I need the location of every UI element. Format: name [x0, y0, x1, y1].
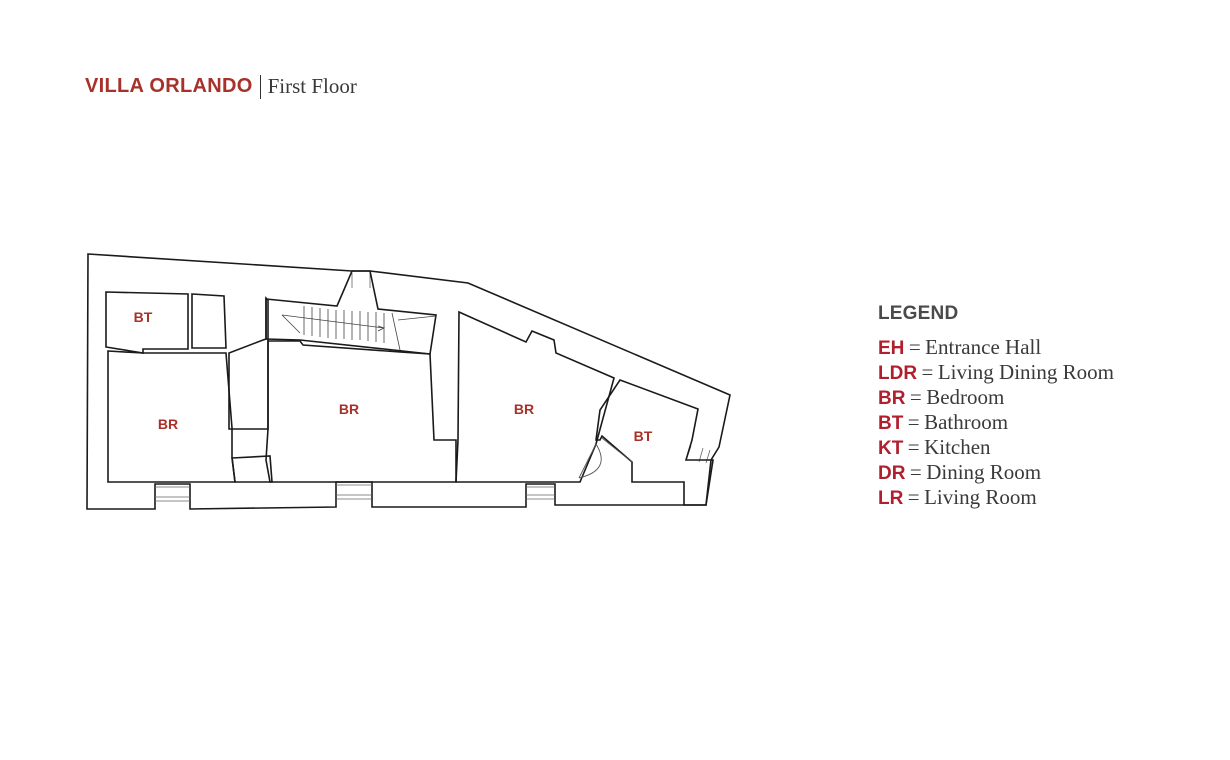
legend-item: EH = Entrance Hall	[878, 335, 1114, 360]
legend-title: LEGEND	[878, 303, 959, 324]
legend-description: Bedroom	[926, 385, 1005, 409]
legend-code: BT	[878, 413, 904, 434]
legend-item: KT = Kitchen	[878, 435, 1114, 460]
legend-code: LR	[878, 488, 904, 509]
wall-staircase	[265, 270, 437, 355]
legend-code: KT	[878, 438, 904, 459]
legend-description: Living Room	[924, 485, 1037, 509]
legend-equals: =	[909, 385, 922, 409]
wall-corridor	[228, 296, 269, 430]
legend-code: LDR	[878, 363, 918, 384]
wall-bathroom-right	[595, 379, 714, 506]
outer-wall	[86, 253, 731, 510]
wall-bedroom-middle	[265, 340, 457, 483]
legend-description: Dining Room	[926, 460, 1042, 484]
legend-equals: =	[907, 485, 920, 509]
wall-bathroom-left	[105, 291, 189, 354]
legend-description: Bathroom	[924, 410, 1009, 434]
legend-equals: =	[907, 410, 920, 434]
door-swing	[578, 437, 633, 479]
room-labels: BT BR BR BR BT	[134, 309, 653, 444]
plan-title: VILLA ORLANDO First Floor	[85, 74, 357, 99]
legend-equals: =	[908, 335, 921, 359]
wall-bedroom-left	[107, 350, 236, 483]
legend-item: BT = Bathroom	[878, 410, 1114, 435]
wall-bedroom-right	[455, 310, 615, 483]
room-label-bathroom-left: BT	[134, 309, 153, 325]
floor-plan: BT BR BR BR BT	[86, 253, 731, 510]
legend-description: Living Dining Room	[937, 360, 1114, 384]
legend-item: DR = Dining Room	[878, 460, 1114, 485]
wall-closet	[191, 293, 227, 349]
legend-code: EH	[878, 338, 905, 359]
legend-equals: =	[921, 360, 934, 384]
legend-equals: =	[909, 460, 922, 484]
room-label-bathroom-right: BT	[634, 428, 653, 444]
title-divider	[259, 74, 261, 99]
legend-item: BR = Bedroom	[878, 385, 1114, 410]
legend-description: Entrance Hall	[925, 335, 1042, 359]
window-gaps	[155, 273, 711, 502]
stair-treads	[281, 306, 437, 351]
floor-name: First Floor	[267, 74, 357, 98]
legend-description: Kitchen	[924, 435, 991, 459]
room-label-bedroom-left: BR	[158, 416, 178, 432]
room-label-bedroom-middle: BR	[339, 401, 359, 417]
villa-name: VILLA ORLANDO	[85, 75, 253, 97]
legend-item: LDR = Living Dining Room	[878, 360, 1114, 385]
legend-code: BR	[878, 388, 906, 409]
room-label-bedroom-right: BR	[514, 401, 534, 417]
legend-equals: =	[907, 435, 920, 459]
legend-item: LR = Living Room	[878, 485, 1114, 510]
legend-code: DR	[878, 463, 906, 484]
